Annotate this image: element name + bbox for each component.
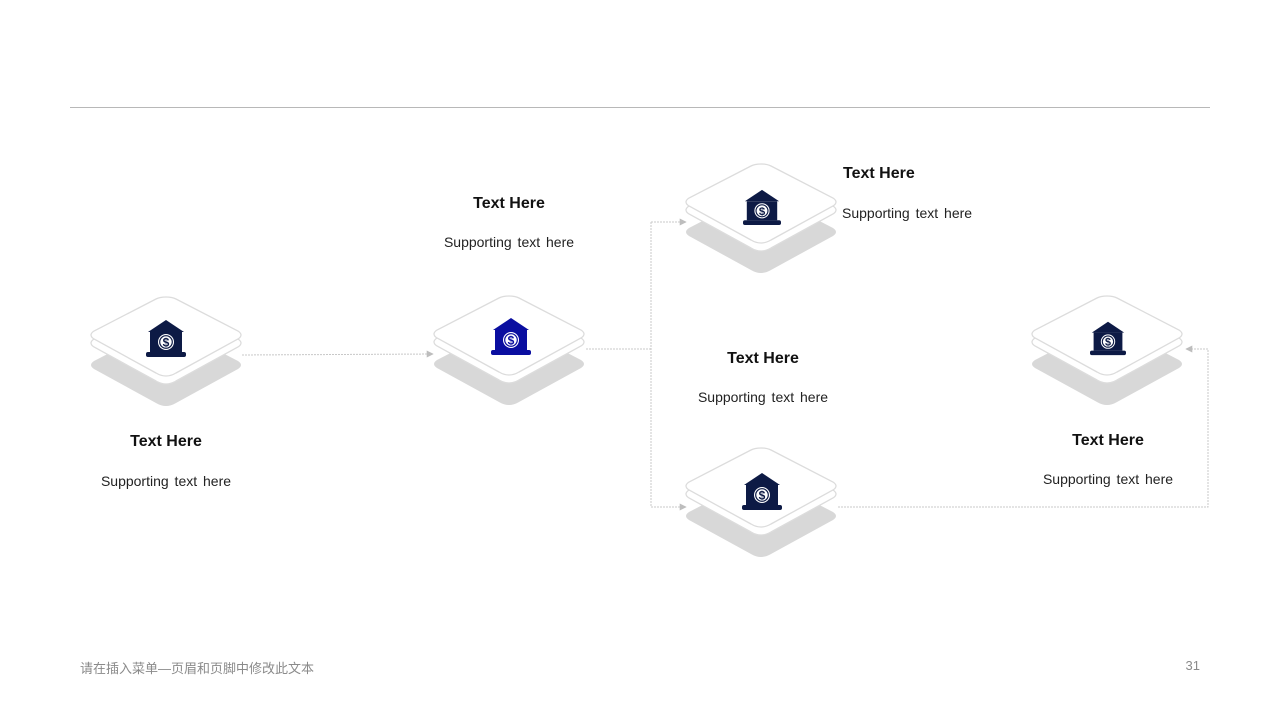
node-5-title: Text Here bbox=[727, 350, 799, 367]
node-5-subtitle: Supporting text here bbox=[697, 389, 829, 405]
connector-n1-n2 bbox=[241, 350, 434, 358]
node-2-subtitle: Supporting text here bbox=[443, 234, 575, 250]
node-1-subtitle: Supporting text here bbox=[100, 473, 232, 489]
node-3-title: Text Here bbox=[843, 165, 915, 182]
node-3-subtitle: Supporting text here bbox=[842, 205, 973, 221]
node-4-title: Text Here bbox=[1072, 432, 1144, 449]
header-divider bbox=[70, 107, 1210, 108]
node-4-subtitle: Supporting text here bbox=[1042, 471, 1174, 487]
footer-text: 请在插入菜单—页眉和页脚中修改此文本 bbox=[80, 661, 315, 676]
node-1-title: Text Here bbox=[130, 433, 202, 450]
page-number: 31 bbox=[1185, 658, 1200, 673]
connectors bbox=[241, 218, 1209, 511]
connector-n5-n4 bbox=[838, 345, 1209, 508]
node-2-title: Text Here bbox=[473, 195, 545, 212]
